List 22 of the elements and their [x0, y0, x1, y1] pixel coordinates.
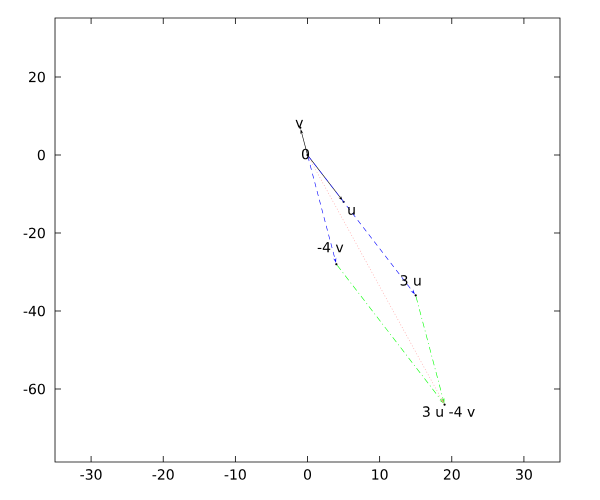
- vector-label: u: [348, 206, 355, 215]
- vector-label: 3 u: [400, 275, 421, 286]
- axis-tick-label: 20: [29, 72, 45, 82]
- axis-tick-label: 0: [304, 469, 312, 480]
- axis-tick-label: -30: [80, 469, 102, 480]
- axis-tick-label: -10: [224, 469, 246, 480]
- vector-label: v: [296, 120, 304, 128]
- vector-point: [342, 200, 345, 203]
- axis-tick-label: 30: [516, 469, 532, 480]
- vector-point: [443, 404, 446, 406]
- axis-tick-label: -20: [24, 228, 45, 238]
- vector-point: [299, 126, 302, 129]
- axis-tick-label: -20: [152, 469, 174, 480]
- axis-tick-label: -40: [24, 306, 45, 316]
- vector-label: 3 u -4 v: [422, 406, 475, 417]
- axis-tick-label: 0: [38, 150, 45, 160]
- axis-tick-label: 20: [444, 469, 460, 480]
- vector-point: [335, 263, 338, 266]
- axis-tick-label: 10: [372, 469, 388, 480]
- axis-tick-label: -60: [24, 384, 45, 394]
- vector-label: -4 v: [318, 242, 344, 252]
- vector-point: [414, 294, 417, 296]
